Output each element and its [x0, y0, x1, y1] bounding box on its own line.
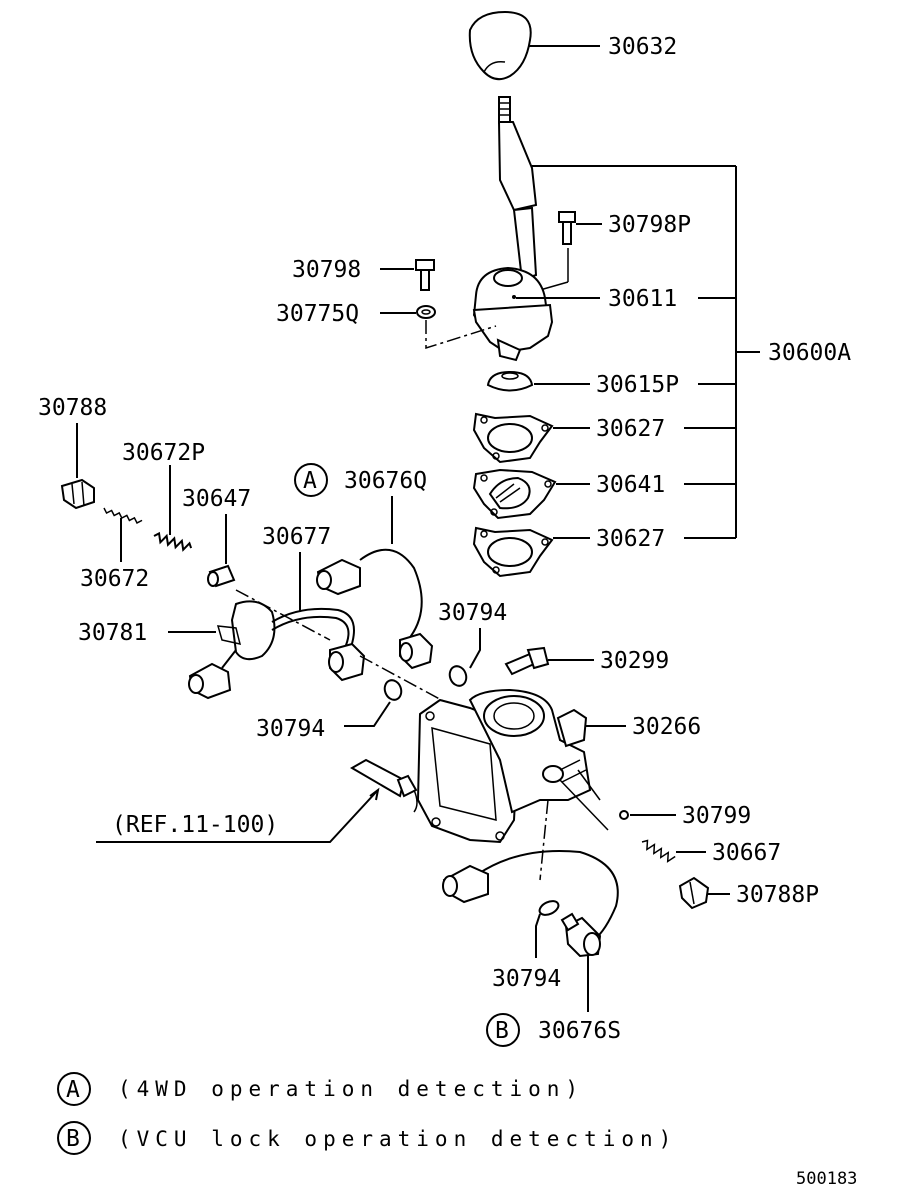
oring-30794-b: [383, 679, 403, 701]
label-30672: 30672: [80, 566, 149, 592]
gasket-30627-lower: [472, 526, 554, 578]
lever-housing: [472, 266, 554, 362]
oring-30794-a: [448, 665, 468, 687]
label-30798: 30798: [292, 257, 361, 283]
label-30794-c: 30794: [492, 966, 561, 992]
label-30788P: 30788P: [736, 882, 819, 908]
ball-30799: [619, 810, 629, 820]
diagram-code: 500183: [796, 1169, 857, 1187]
label-30794-a: 30794: [438, 600, 507, 626]
label-30676Q: 30676Q: [344, 468, 427, 494]
bolt-30798: [415, 259, 435, 291]
oring-30794-c: [538, 900, 560, 916]
sensor-30676S: [442, 849, 619, 958]
transfer-housing-30266: [416, 688, 592, 844]
label-30266: 30266: [632, 714, 701, 740]
pin-30647: [207, 564, 236, 588]
legend-marker-b: B: [66, 1126, 80, 1152]
spring-30672P: [153, 531, 193, 552]
plug-30788: [60, 478, 95, 510]
plug-30788P: [678, 876, 710, 910]
label-30672P: 30672P: [122, 440, 205, 466]
sealant-tube: [350, 758, 418, 813]
bolt-30299: [504, 646, 550, 676]
bolt-30798P: [558, 211, 576, 245]
marker-a-circle: [294, 463, 328, 497]
label-30676S: 30676S: [538, 1018, 621, 1044]
marker-b-circle: [486, 1013, 520, 1047]
label-30781: 30781: [78, 620, 147, 646]
label-30627-upper: 30627: [596, 416, 665, 442]
legend-text-b: (VCU lock operation detection): [118, 1127, 677, 1151]
label-30677: 30677: [262, 524, 331, 550]
marker-b: B: [495, 1018, 509, 1044]
legend-marker-a: A: [66, 1077, 80, 1103]
label-30600A: 30600A: [768, 340, 851, 366]
label-30611: 30611: [608, 286, 677, 312]
washer-30775Q: [416, 305, 436, 319]
label-30794-b: 30794: [256, 716, 325, 742]
legend: A (4WD operation detection) B (VCU lock …: [57, 1072, 677, 1155]
label-30299: 30299: [600, 648, 669, 674]
gasket-30627-upper: [472, 412, 554, 464]
label-30667: 30667: [712, 840, 781, 866]
label-30798P: 30798P: [608, 212, 691, 238]
plate-30641: [472, 468, 557, 520]
label-30615P: 30615P: [596, 372, 679, 398]
label-30647: 30647: [182, 486, 251, 512]
label-30627-lower: 30627: [596, 526, 665, 552]
cup-30615P: [486, 370, 534, 392]
sensor-30676Q: [316, 496, 434, 670]
harness-30677: [188, 600, 366, 700]
label-30799: 30799: [682, 803, 751, 829]
shift-lever: [497, 96, 538, 282]
spring-30672: [103, 507, 143, 524]
marker-a: A: [303, 468, 317, 494]
label-30632: 30632: [608, 34, 677, 60]
shift-knob: [468, 10, 532, 81]
label-30788: 30788: [38, 395, 107, 421]
label-30641: 30641: [596, 472, 665, 498]
legend-text-a: (4WD operation detection): [118, 1077, 584, 1101]
label-30775Q: 30775Q: [276, 301, 359, 327]
reference-label: (REF.11-100): [112, 812, 278, 838]
spring-30667: [641, 839, 676, 863]
